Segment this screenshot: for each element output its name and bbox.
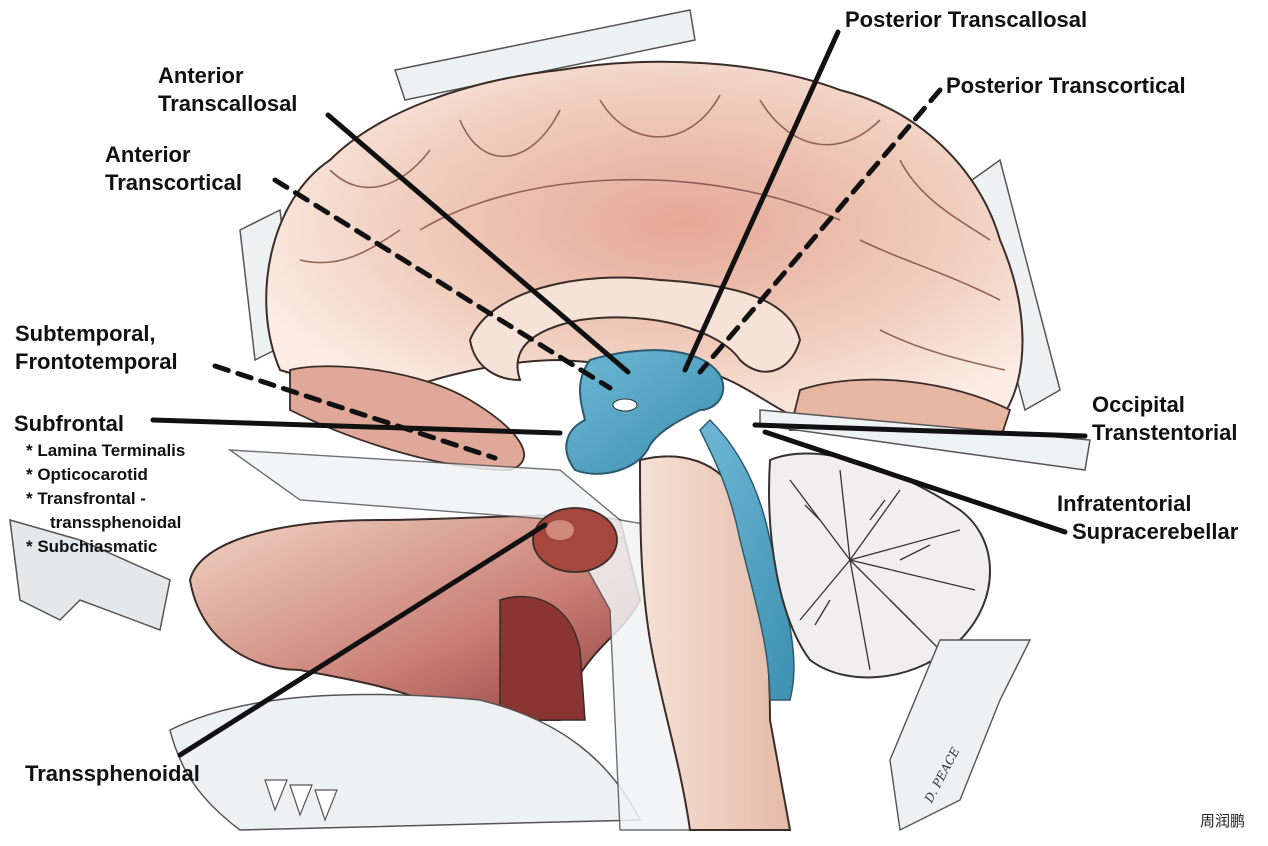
label-line: Occipital <box>1092 392 1185 417</box>
label-line: Subtemporal, <box>15 321 156 346</box>
temporal-lobe <box>289 365 525 471</box>
label-line: Supracerebellar <box>1072 519 1239 544</box>
subfrontal-item: * Transfrontal - <box>26 489 146 508</box>
label-posterior-transcallosal: Posterior Transcallosal <box>845 7 1088 32</box>
line-subtemporal <box>212 363 498 461</box>
teeth <box>264 779 338 822</box>
interthalamic-adhesion <box>612 398 638 412</box>
label-line: Frontotemporal <box>15 349 178 374</box>
line-infratentorial <box>762 429 1068 535</box>
label-line: Infratentorial <box>1057 491 1192 516</box>
subfrontal-item: * Lamina Terminalis <box>26 441 186 460</box>
line-subfrontal <box>150 417 563 436</box>
label-line: Transtentorial <box>1092 420 1238 445</box>
occipital-bone <box>889 639 1032 832</box>
watermark: 周润鹏 <box>1200 812 1246 830</box>
line-occipital <box>752 422 1088 439</box>
palate-bone <box>169 693 642 831</box>
line-posterior-transcallosal <box>682 29 841 373</box>
sphenoid-sinus <box>499 595 586 721</box>
pituitary-gland <box>532 507 618 573</box>
nasal-bone <box>9 518 171 632</box>
label-transsphenoidal: Transsphenoidal <box>25 761 200 786</box>
line-posterior-transcortical <box>697 87 943 375</box>
subfrontal-item: * Opticocarotid <box>26 465 148 484</box>
label-occipital-transtentorial: Occipital Transtentorial <box>1092 391 1237 447</box>
label-subfrontal: Subfrontal <box>14 411 124 436</box>
label-line: Anterior <box>158 63 244 88</box>
label-anterior-transcortical: Anterior Transcortical <box>105 141 242 197</box>
label-infratentorial-supracerebellar: Infratentorial Supracerebellar <box>1057 490 1238 546</box>
label-line: Transcortical <box>105 170 242 195</box>
gyri <box>299 94 1006 371</box>
label-posterior-transcortical: Posterior Transcortical <box>946 73 1186 98</box>
label-line: Anterior <box>105 142 191 167</box>
aqueduct <box>699 418 795 701</box>
third-ventricle <box>565 349 725 475</box>
label-subtemporal-frontotemporal: Subtemporal, Frontotemporal <box>15 320 178 376</box>
subfrontal-item: * Subchiasmatic <box>26 537 158 556</box>
label-line: Transcallosal <box>158 91 298 116</box>
label-anterior-transcallosal: Anterior Transcallosal <box>158 62 297 118</box>
line-transsphenoidal <box>177 522 548 758</box>
line-anterior-transcallosal <box>325 112 631 375</box>
line-anterior-transcortical <box>272 177 613 391</box>
subfrontal-item: transsphenoidal <box>50 513 182 532</box>
approach-lines <box>150 29 1088 758</box>
arbor-vitae <box>789 469 976 671</box>
pituitary-highlight <box>546 520 574 540</box>
